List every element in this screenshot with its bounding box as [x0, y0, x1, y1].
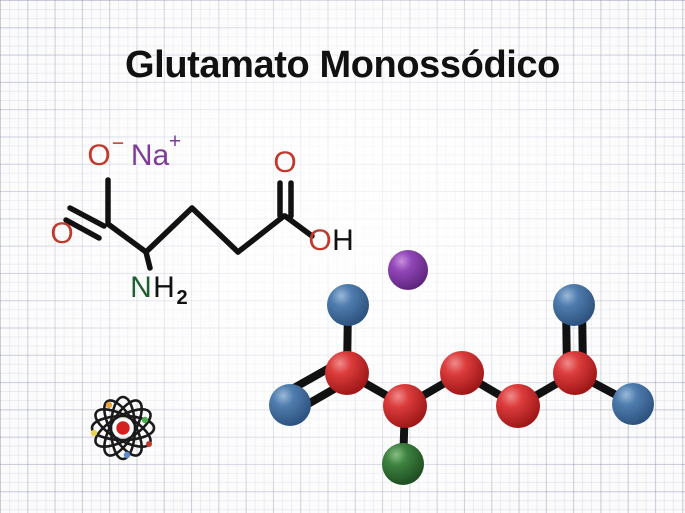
atom-oxygen-o1	[327, 284, 369, 326]
bond-c2-c3	[143, 205, 195, 255]
page-title: Glutamato Monossódico	[125, 44, 560, 86]
orbit-ring-5	[109, 395, 137, 461]
electron-dot-2	[141, 416, 149, 424]
atom-nucleus	[114, 419, 132, 437]
electron-dot-1	[105, 401, 113, 409]
label-sodium: Na	[131, 139, 170, 172]
electron-dot-3	[90, 429, 98, 437]
skeletal-bonds	[63, 177, 315, 271]
atom-carbon-c4	[496, 384, 540, 428]
label-nitrogen-amine: N	[130, 271, 152, 304]
orbit-ring-6	[94, 408, 152, 448]
orbit-ring-2	[103, 399, 143, 457]
bond-c1-o-b	[63, 217, 102, 241]
atom-oxygen-o3	[553, 284, 595, 326]
label-oxygen-anion: O	[87, 139, 110, 172]
bond-c1-o-a	[67, 205, 107, 229]
subscript-amine-count: 2	[176, 287, 187, 309]
orbit-ring-3	[103, 399, 143, 457]
bond-c4-c5	[235, 213, 287, 255]
orbit-ring-1	[90, 414, 156, 442]
atom-oxygen-o2	[269, 384, 311, 426]
atom-carbon-c3	[440, 351, 484, 395]
label-oxygen-carbonyl-right: O	[273, 146, 296, 179]
label-oxygen-hydroxyl: O	[308, 224, 331, 257]
atom-icon-group	[90, 395, 156, 461]
label-oxygen-carbonyl-left: O	[50, 217, 73, 250]
atom-carbon-c5	[553, 351, 597, 395]
atom-carbon-c2	[383, 384, 427, 428]
label-hydrogen-hydroxyl: H	[332, 224, 354, 257]
label-hydrogen-amine: H	[153, 271, 175, 304]
bond-c3-c4	[189, 205, 241, 255]
atom-oxygen-o4	[612, 383, 654, 425]
charge-positive: +	[169, 130, 181, 153]
atom-carbon-c1	[325, 351, 369, 395]
model-atoms	[269, 250, 654, 485]
electron-dot-5	[146, 441, 152, 447]
charge-negative: −	[112, 132, 124, 155]
atom-nitrogen-n1	[382, 443, 424, 485]
bond-c1-c2	[105, 221, 149, 255]
electron-dot-4	[123, 451, 131, 459]
bond-c5-oh	[282, 213, 315, 239]
atom-sodium-na1	[388, 250, 428, 290]
